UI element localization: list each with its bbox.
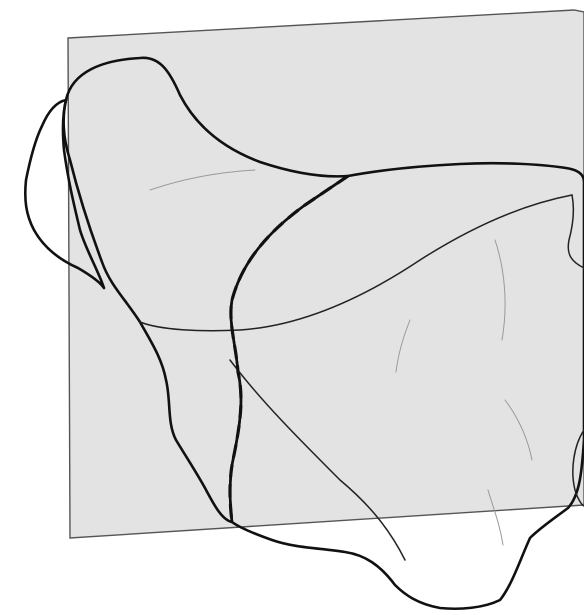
cutting-plane [68, 10, 584, 538]
